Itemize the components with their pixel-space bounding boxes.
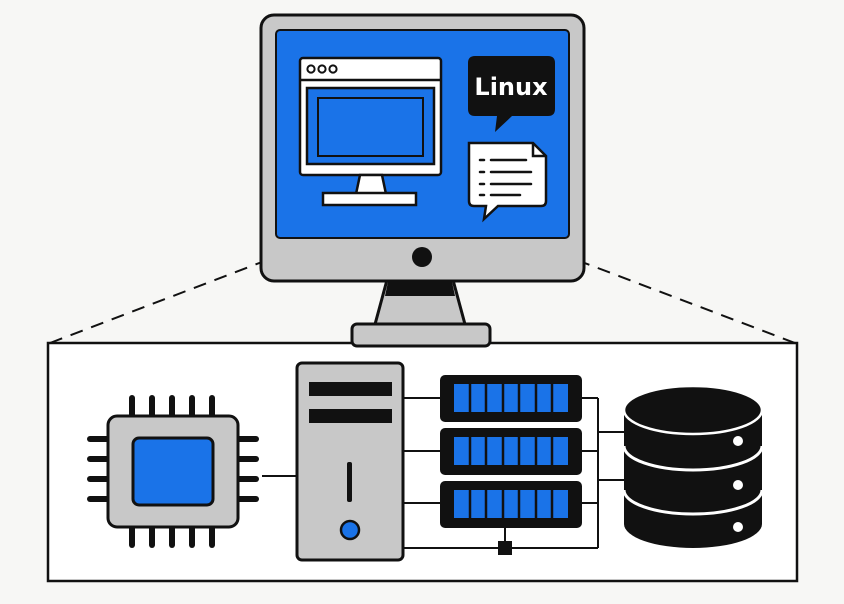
stand-base [350,322,492,348]
cpu-die [131,436,215,507]
zoom-line-left [49,261,263,344]
document-bubble-shape [467,141,548,223]
window-dot-icon [328,64,338,74]
rack-unit [440,481,582,528]
cpu-chip-icon [87,395,259,548]
app-window-icon [298,56,443,207]
rack-unit [440,375,582,422]
window-dot-icon [317,64,327,74]
database-ring-1 [622,445,764,472]
linux-badge-text: Linux [474,73,548,101]
stand-neck-shadow [385,282,455,296]
database-led-icon [733,480,743,490]
monitor: Linux [259,13,586,283]
database-led-icon [733,436,743,446]
database-led-icon [733,522,743,532]
window-dot-icon [306,64,316,74]
zoom-line-right [581,261,796,344]
tower-power-icon [339,519,361,541]
rack-unit [440,428,582,475]
database-icon [622,384,764,548]
app-window-base [321,191,418,207]
document-bubble-icon [467,141,548,223]
chat-bubble-shape [468,56,555,132]
rack-server-icon [440,375,582,528]
power-button-icon [412,247,432,267]
drive-bay-1 [309,382,392,396]
document-fold [531,143,546,158]
database-top [622,384,764,436]
monitor-stand [350,278,492,348]
linux-chat-bubble-icon: Linux [468,56,555,132]
app-window-inner-screen [305,86,436,166]
app-window-neck [354,173,388,196]
drive-bay-2 [309,409,392,423]
zoom-connectors [49,261,796,344]
database-ring-2 [622,489,764,516]
bus-junction [498,541,512,555]
server-tower-icon [295,361,405,562]
tower-slot [347,462,352,502]
